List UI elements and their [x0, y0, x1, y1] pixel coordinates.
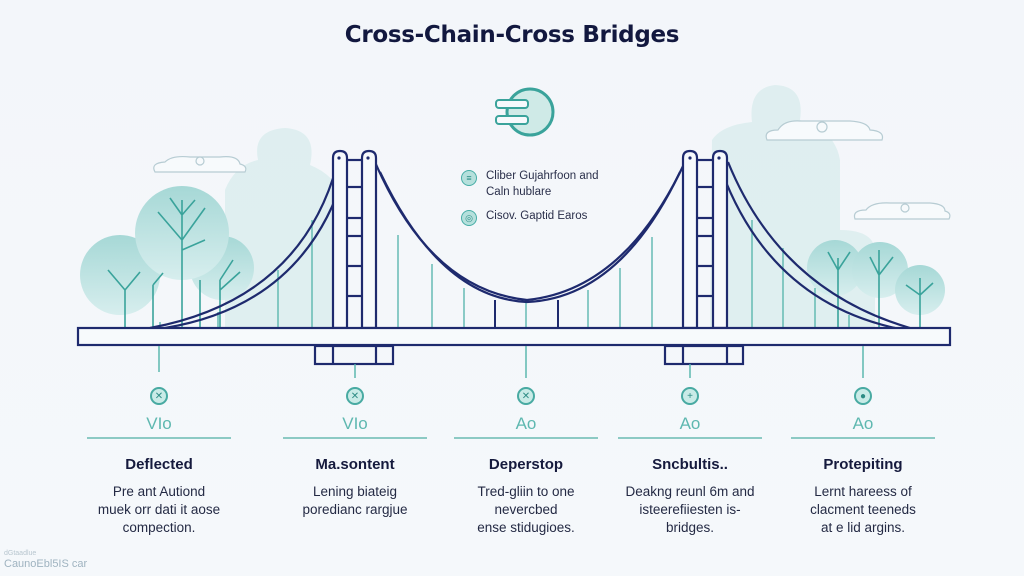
globe-icon: ● [854, 387, 872, 405]
globe-icon: ✕ [346, 387, 364, 405]
column-abbr: VIo [342, 414, 368, 433]
column-description: Tred-gliin to one nevercbed ense stidugi… [436, 483, 616, 537]
hanger-cables [159, 220, 850, 328]
watermark-line: dGtaadlue [4, 550, 37, 557]
desc-line: bridges. [665, 520, 715, 535]
ledger-icon: ≡ [461, 170, 477, 186]
desc-line: Pre ant Autiond [112, 484, 206, 499]
desc-line: clacment teeneds [810, 502, 916, 517]
tower-right [663, 149, 745, 366]
column-abbr: Ao [679, 414, 701, 433]
globe-icon: ✕ [517, 387, 535, 405]
main-cables [149, 161, 911, 330]
trees-left [80, 186, 254, 328]
column-description: Deakng reunl 6m and isteerefiiesten is- … [600, 483, 780, 537]
column-divider [454, 437, 598, 439]
desc-line: isteerefiiesten is- [639, 502, 741, 517]
desc-line: Tred-gliin to one [477, 484, 575, 499]
feature-column: Ao Protepiting Lernt hareess of clacment… [773, 413, 953, 537]
globe-icon: ◎ [461, 210, 477, 226]
desc-line: ense stidugioes. [477, 520, 575, 535]
column-heading: Deperstop [488, 456, 564, 473]
connector-lines [158, 346, 864, 378]
watermark-line: CaunoEbl5IS car [4, 558, 88, 570]
column-abbr: Ao [852, 414, 874, 433]
column-heading: Sncbultis.. [652, 456, 728, 473]
globe-icon: ✕ [150, 387, 168, 405]
feature-column: VIo Deflected Pre ant Autiond muek orr d… [69, 413, 249, 537]
bridge-deck [76, 326, 952, 347]
column-heading: Protepiting [823, 456, 903, 473]
column-abbr: VIo [146, 414, 172, 433]
desc-line: nevercbed [494, 502, 558, 517]
desc-line: Lening biateig [312, 484, 398, 499]
column-divider [618, 437, 762, 439]
bridge-link-icon [495, 87, 555, 137]
cloud-left [153, 155, 247, 173]
center-support [494, 300, 559, 328]
trees-right [807, 240, 945, 328]
tower-left [313, 149, 395, 366]
legend-item: ≡ Cliber Gujahrfoon and Caln hublare [461, 168, 611, 200]
watermark: dGtaadlue CaunoEbl5IS car [4, 548, 87, 570]
legend-item: ◎ Cisov. Gaptid Earos [461, 208, 611, 226]
desc-line: Lernt hareess of [814, 484, 912, 499]
legend-label: Cliber Gujahrfoon and Caln hublare [486, 170, 599, 198]
cloud-right-bottom [853, 202, 951, 220]
left-silhouette [225, 128, 345, 330]
column-heading: Ma.sontent [315, 456, 395, 473]
column-divider [791, 437, 935, 439]
column-divider [87, 437, 231, 439]
desc-line: poredianc rargjue [302, 502, 408, 517]
column-description: Lernt hareess of clacment teeneds at e l… [773, 483, 953, 537]
compass-icon: + [681, 387, 699, 405]
column-abbr: Ao [515, 414, 537, 433]
column-description: Lening biateig poredianc rargjue [265, 483, 445, 519]
feature-column: Ao Sncbultis.. Deakng reunl 6m and istee… [600, 413, 780, 537]
column-heading: Deflected [125, 456, 193, 473]
desc-line: muek orr dati it aose [97, 502, 221, 517]
desc-line: compection. [122, 520, 196, 535]
desc-line: Deakng reunl 6m and [625, 484, 755, 499]
column-divider [283, 437, 427, 439]
legend: ≡ Cliber Gujahrfoon and Caln hublare ◎ C… [461, 168, 611, 234]
feature-column: Ao Deperstop Tred-gliin to one nevercbed… [436, 413, 616, 537]
cloud-right-top [765, 120, 884, 141]
feature-column: VIo Ma.sontent Lening biateig poredianc … [265, 413, 445, 519]
legend-label: Cisov. Gaptid Earos [486, 210, 588, 222]
page-title: Cross-Chain-Cross Bridges [344, 22, 680, 48]
column-description: Pre ant Autiond muek orr dati it aose co… [69, 483, 249, 537]
desc-line: at e lid argins. [820, 520, 906, 535]
